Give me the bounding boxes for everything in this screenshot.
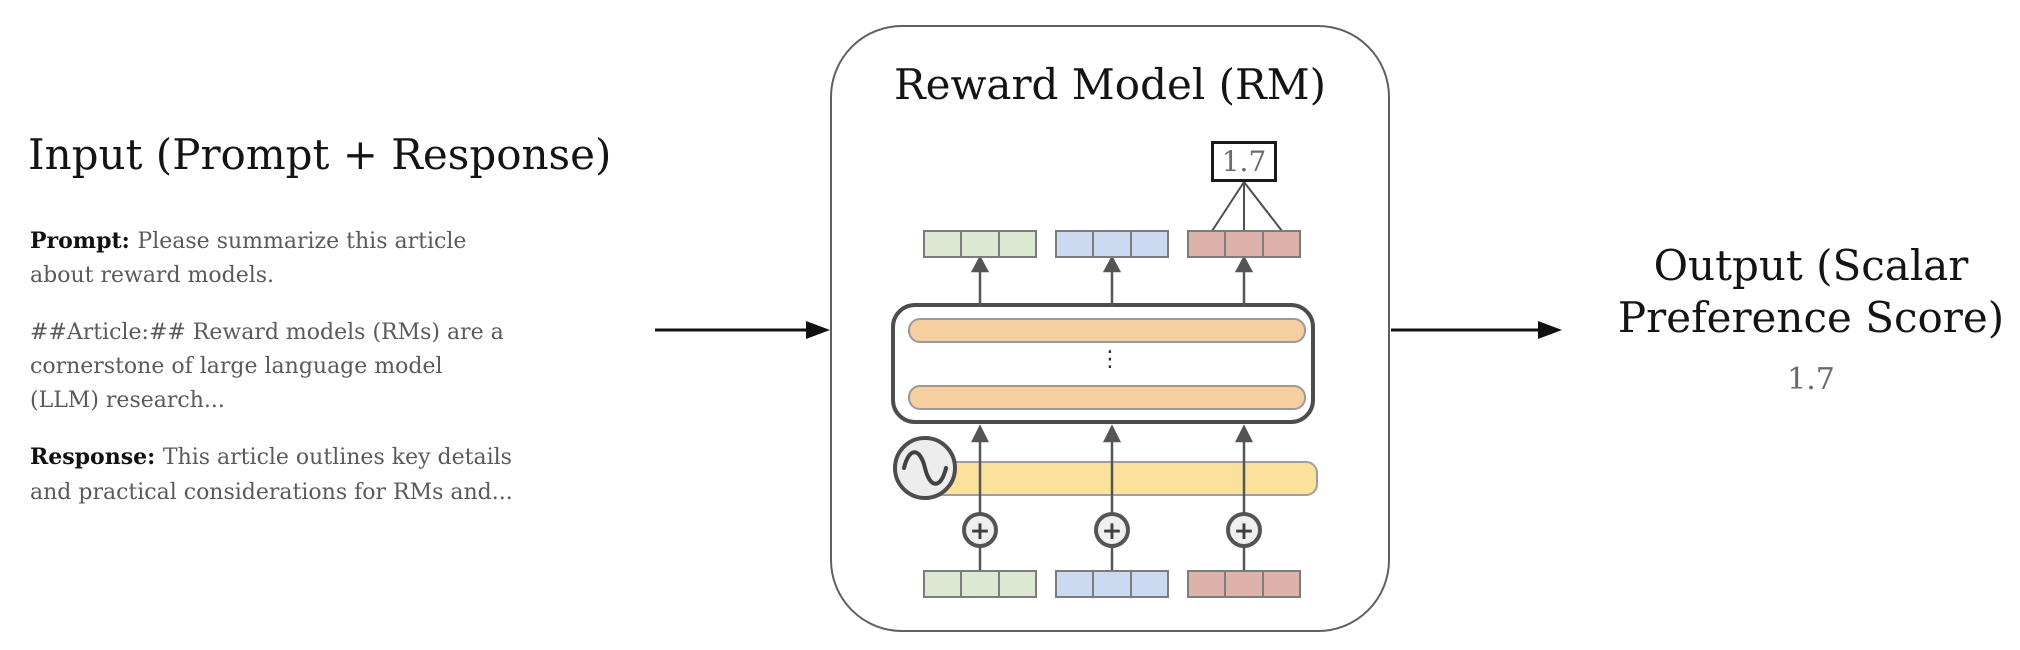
token-cell <box>1055 230 1095 258</box>
response-text: This article outlines key details and pr… <box>30 445 513 505</box>
input-arrow <box>655 321 830 339</box>
response-paragraph: Response: This article outlines key deta… <box>30 440 516 509</box>
token-cell <box>960 570 1000 598</box>
output-panel-title: Output (Scalar Preference Score) <box>1617 241 2005 343</box>
transformer-layer-bottom <box>908 385 1306 410</box>
response-label: Response: <box>30 444 163 471</box>
plus-icon: + <box>962 512 998 548</box>
output-arrow <box>1391 321 1562 339</box>
token-cell <box>1129 570 1169 598</box>
token-cell <box>1224 570 1264 598</box>
input-panel-body: Prompt: Please summarize this article ab… <box>30 224 516 532</box>
reward-model-title: Reward Model (RM) <box>894 60 1326 109</box>
token-cell <box>1092 230 1132 258</box>
article-text: ##Article:## Reward models (RMs) are a c… <box>30 320 504 414</box>
vertical-ellipsis-icon: ⋮ <box>1099 347 1121 372</box>
plus-icon: + <box>1094 512 1130 548</box>
hidden-row-green <box>923 230 1037 258</box>
hidden-row-red <box>1187 230 1301 258</box>
token-cell <box>1261 570 1301 598</box>
token-cell <box>1187 230 1227 258</box>
token-cell <box>1261 230 1301 258</box>
plus-icon: + <box>1226 512 1262 548</box>
hidden-row-blue <box>1055 230 1169 258</box>
token-cell <box>923 570 963 598</box>
prompt-text: Please summarize this article about rewa… <box>30 229 467 289</box>
score-box: 1.7 <box>1211 141 1277 182</box>
prompt-paragraph: Prompt: Please summarize this article ab… <box>30 224 516 293</box>
token-cell <box>923 230 963 258</box>
token-cell <box>1129 230 1169 258</box>
prompt-label: Prompt: <box>30 228 138 254</box>
output-score-value: 1.7 <box>1787 362 1835 397</box>
sine-wave-icon <box>893 436 957 500</box>
token-cell <box>1187 570 1227 598</box>
input-row-blue <box>1055 570 1169 598</box>
token-cell <box>997 570 1037 598</box>
token-cell <box>1092 570 1132 598</box>
input-row-green <box>923 570 1037 598</box>
sine-wave-glyph <box>902 450 948 486</box>
input-panel-title: Input (Prompt + Response) <box>28 130 612 179</box>
article-paragraph: ##Article:## Reward models (RMs) are a c… <box>30 315 516 418</box>
input-row-red <box>1187 570 1301 598</box>
token-cell <box>1224 230 1264 258</box>
transformer-layer-top <box>908 318 1306 343</box>
token-cell <box>997 230 1037 258</box>
token-cell <box>960 230 1000 258</box>
token-cell <box>1055 570 1095 598</box>
positional-encoding-bar <box>907 461 1318 496</box>
